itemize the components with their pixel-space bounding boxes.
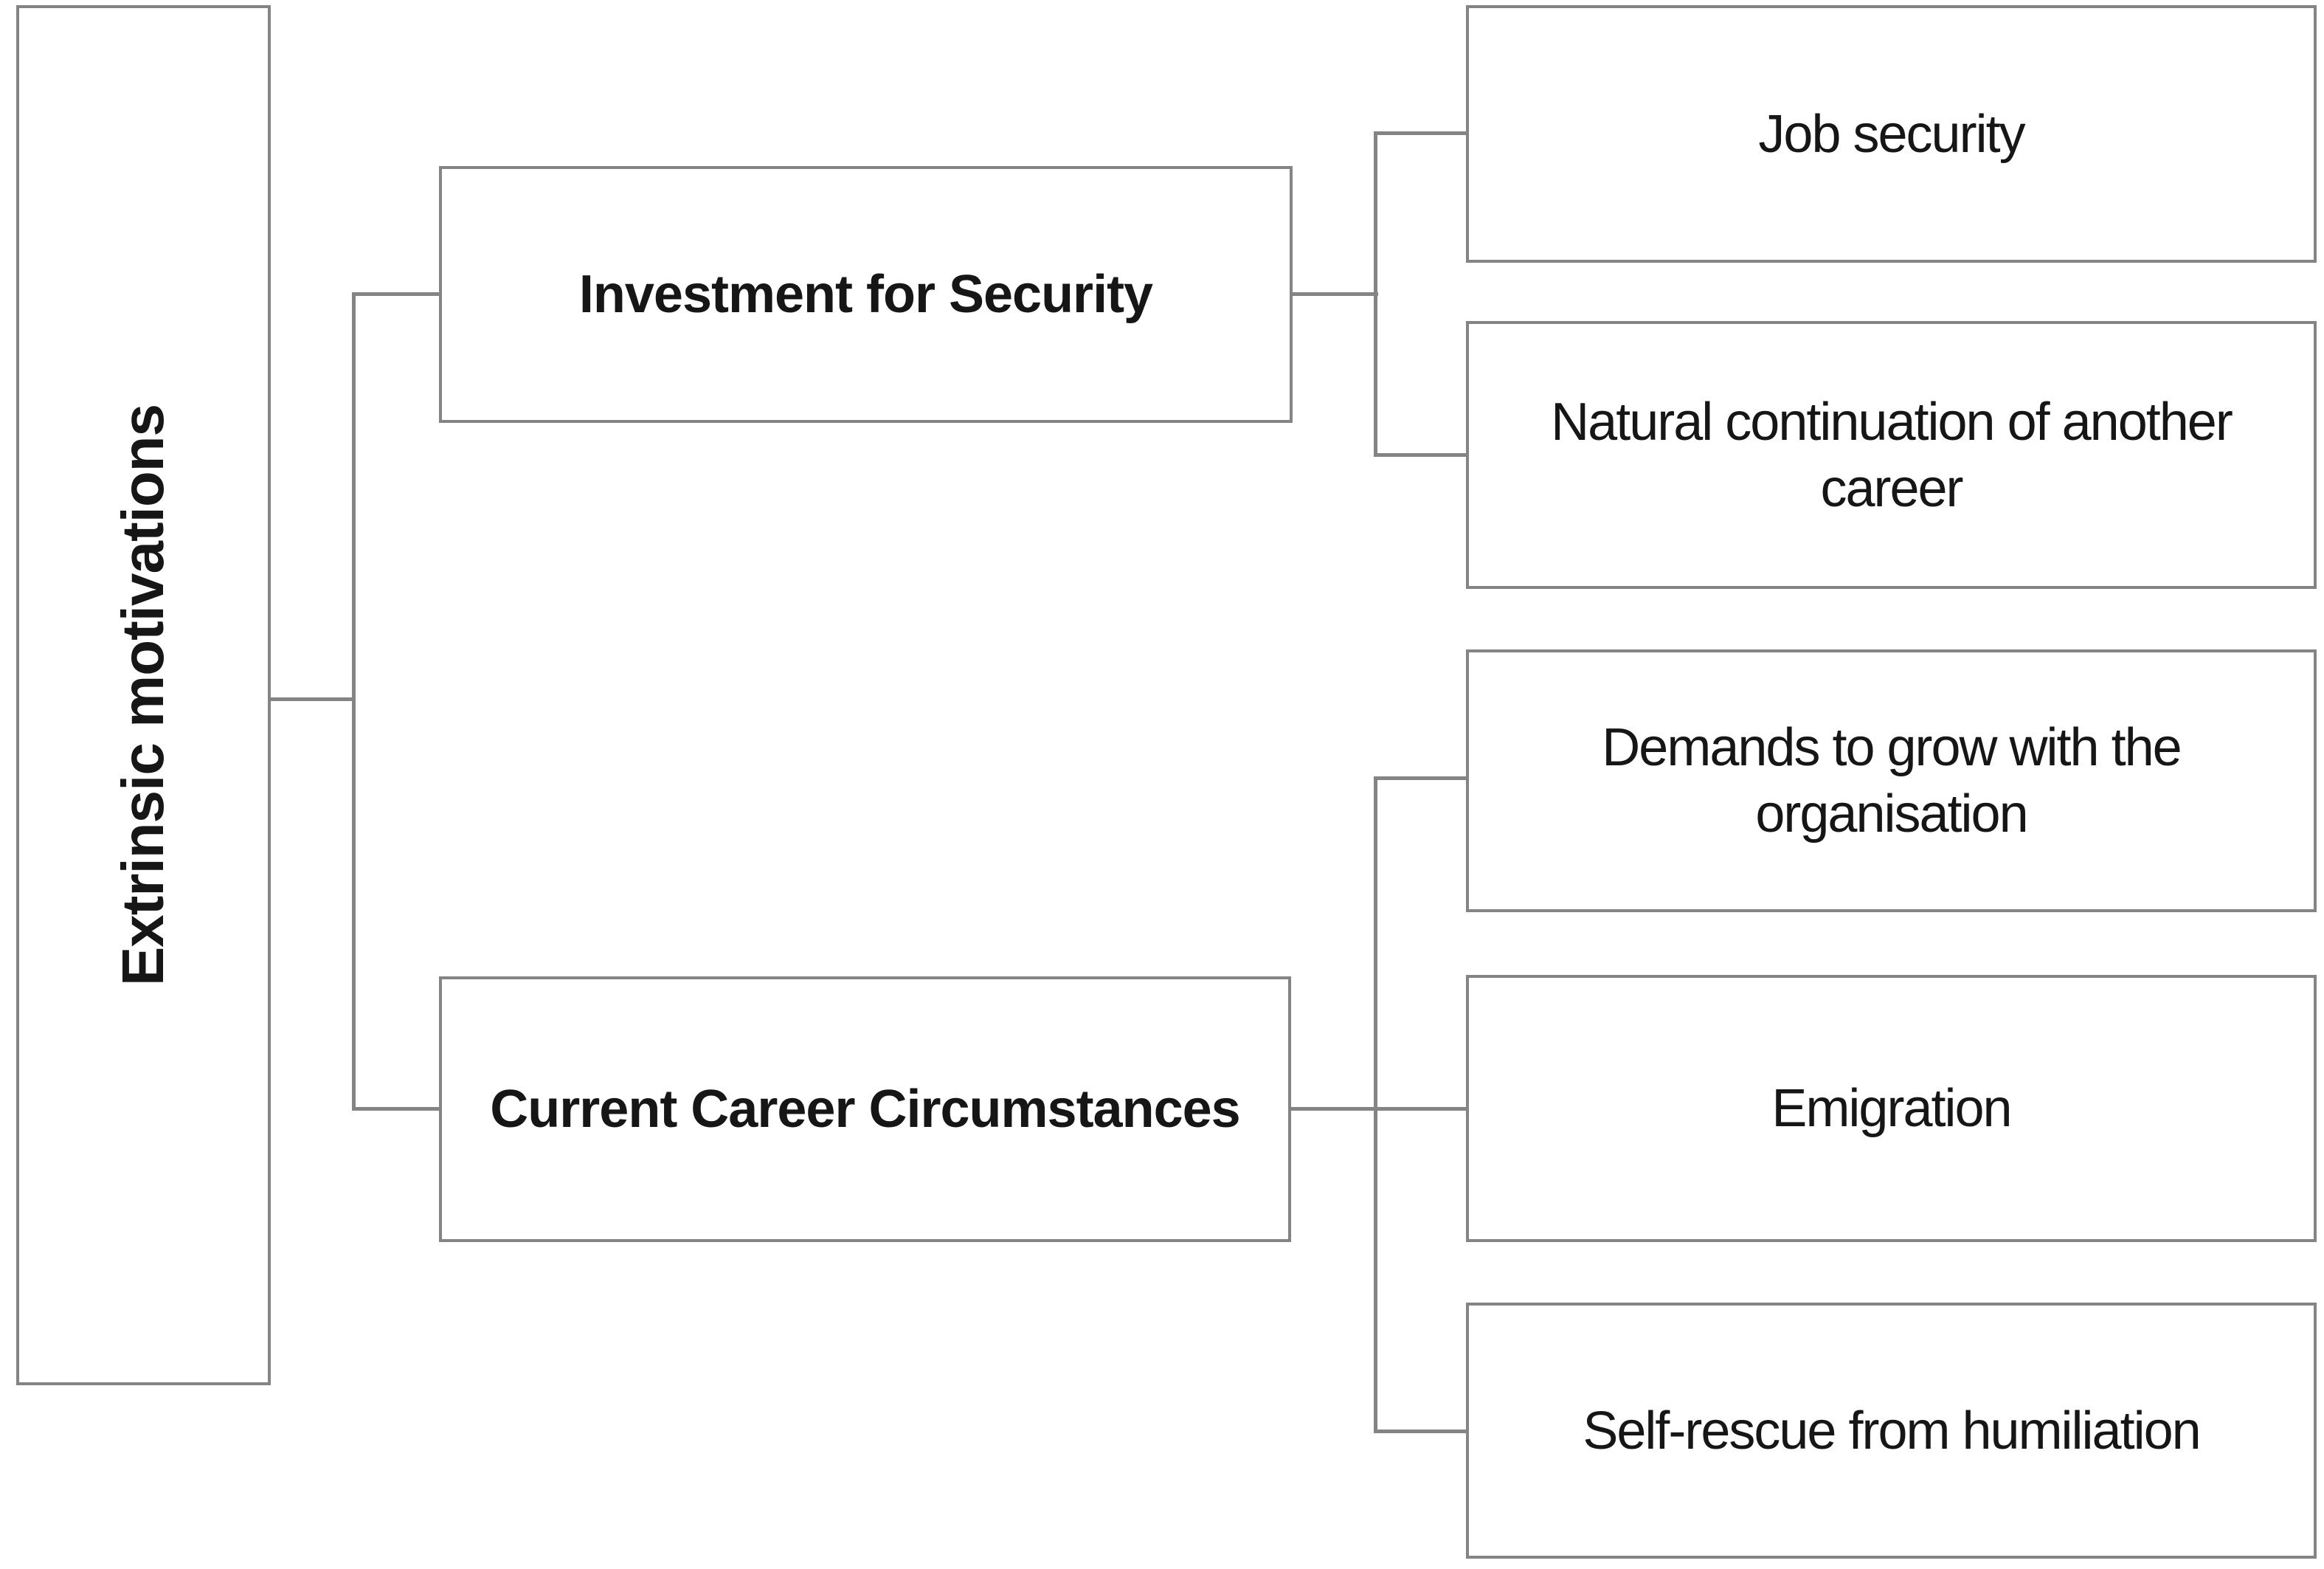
node-job-security: Job security — [1466, 5, 2317, 263]
connector-spine-to-investment — [352, 292, 442, 296]
node-current-career-circumstances: Current Career Circumstances — [439, 976, 1291, 1242]
connector-spine-to-current — [352, 1107, 442, 1111]
connector-spine-to-self-rescue — [1374, 1430, 1466, 1433]
connector-spine-to-demands — [1374, 776, 1466, 780]
node-label: Natural continuation of another career — [1551, 392, 2233, 518]
node-label: Extrinsic motivations — [110, 404, 176, 987]
connector-investment-to-top-spine — [1290, 292, 1378, 296]
connector-left-spine — [352, 294, 356, 1109]
node-extrinsic-motivations: Extrinsic motivations — [16, 5, 271, 1385]
node-emigration: Emigration — [1466, 975, 2317, 1242]
node-natural-continuation: Natural continuation of another career — [1466, 321, 2317, 589]
connector-bottom-spine — [1374, 779, 1377, 1433]
node-label: Investment for Security — [578, 264, 1153, 324]
connector-spine-to-natural-continuation — [1374, 453, 1466, 457]
node-demands-to-grow: Demands to grow with the organisation — [1466, 649, 2317, 912]
node-label: Emigration — [1771, 1079, 2012, 1138]
node-self-rescue: Self-rescue from humiliation — [1466, 1303, 2317, 1559]
node-investment-for-security: Investment for Security — [439, 166, 1293, 423]
connector-spine-to-job-security — [1374, 131, 1466, 135]
node-label: Self-rescue from humiliation — [1583, 1401, 2201, 1461]
connector-root-to-left-spine — [271, 697, 354, 701]
node-label: Job security — [1758, 104, 2025, 164]
connector-top-spine — [1374, 134, 1377, 457]
node-label: Current Career Circumstances — [490, 1079, 1240, 1139]
node-label: Demands to grow with the organisation — [1602, 718, 2182, 844]
